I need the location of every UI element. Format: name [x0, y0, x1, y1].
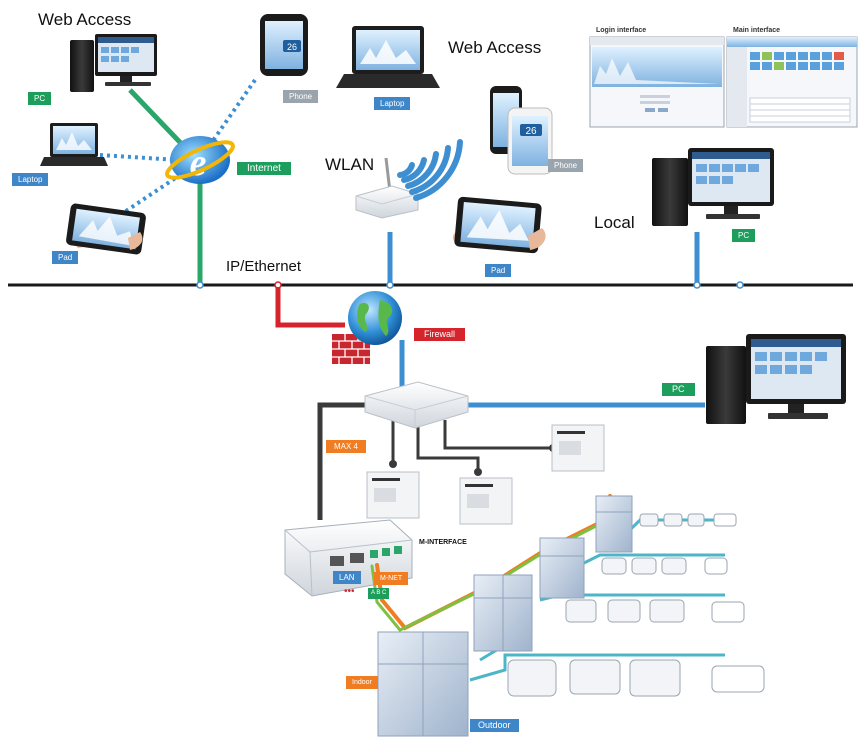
m-interface-label: M-INTERFACE	[419, 539, 467, 546]
smartphone-icon	[260, 14, 308, 76]
interface-module-icon	[551, 424, 605, 472]
outdoor-unit-icon	[473, 574, 533, 652]
desktop-pc-icon	[70, 34, 157, 92]
pipe-dots	[688, 518, 710, 657]
firewall-tag: Firewall	[414, 328, 466, 341]
backbone-node	[736, 281, 744, 289]
link-switch-module-2	[416, 420, 480, 470]
pc-tag: PC	[732, 229, 756, 242]
red-dots: •••	[344, 586, 355, 597]
pc-tag: PC	[28, 92, 52, 105]
backbone-node	[196, 281, 204, 289]
outdoor-tag: Outdoor	[470, 719, 519, 732]
laptop-tag: Laptop	[12, 173, 49, 186]
interface-module-icon	[366, 471, 420, 519]
wifi-signal-icon	[397, 139, 463, 201]
pad-tag: Pad	[485, 264, 512, 277]
pad-tag: Pad	[52, 251, 79, 264]
firewall-link	[275, 287, 345, 328]
link-switch-interface	[317, 402, 365, 520]
phone-tag: Phone	[548, 159, 584, 172]
web-access-left-label: Web Access	[38, 10, 132, 29]
smartphone-icon	[490, 86, 553, 175]
desktop-pc-icon	[652, 148, 774, 226]
backbone-node	[693, 281, 701, 289]
phone-tag: Phone	[283, 90, 319, 103]
globe-icon	[348, 291, 402, 345]
indoor-unit-row-1	[639, 513, 737, 527]
pc-tag: PC	[662, 383, 695, 396]
indoor-unit-row-2	[601, 557, 728, 575]
laptop-icon	[40, 123, 108, 166]
link-phone-internet	[208, 78, 257, 147]
indoor-unit-row-3	[565, 599, 745, 623]
internet-explorer-icon: e	[165, 136, 235, 184]
wlan-label: WLAN	[325, 155, 375, 174]
internet-tag: Internet	[237, 162, 291, 175]
desktop-pc-icon	[706, 334, 846, 424]
lan-tag: LAN	[333, 571, 361, 584]
outdoor-unit-icon	[377, 631, 469, 737]
network-switch-icon	[364, 381, 469, 429]
main-interface-screenshot	[726, 36, 858, 128]
connector-dot	[474, 468, 482, 476]
main-interface-title: Main interface	[733, 27, 781, 34]
laptop-tag: Laptop	[374, 97, 411, 110]
abc-tag: A B C	[368, 588, 390, 599]
outdoor-unit-icon	[595, 495, 633, 553]
connector-dot	[389, 460, 397, 468]
ip-ethernet-label: IP/Ethernet	[226, 258, 302, 275]
wifi-router-icon	[355, 157, 419, 219]
link-laptop-internet	[99, 153, 179, 162]
phone-temperature: 26	[525, 126, 537, 137]
laptop-icon	[336, 26, 440, 88]
login-interface-screenshot	[589, 36, 725, 128]
outdoor-unit-icon	[539, 537, 585, 599]
local-label: Local	[594, 213, 635, 232]
phone-temperature: 26	[287, 42, 297, 52]
indoor-unit-row-4	[507, 659, 765, 697]
tablet-icon	[452, 196, 546, 254]
tablet-icon	[66, 203, 146, 255]
m-net-tag: M-NET	[374, 572, 409, 585]
link-pad-internet	[118, 173, 182, 217]
link-switch-module-3	[443, 420, 552, 450]
interface-module-icon	[459, 477, 513, 525]
login-interface-title: Login interface	[596, 27, 647, 34]
web-access-right-label: Web Access	[448, 38, 542, 57]
indoor-tag: Indoor	[346, 676, 378, 689]
backbone-node	[386, 281, 394, 289]
max-tag: MAX 4	[326, 440, 367, 453]
